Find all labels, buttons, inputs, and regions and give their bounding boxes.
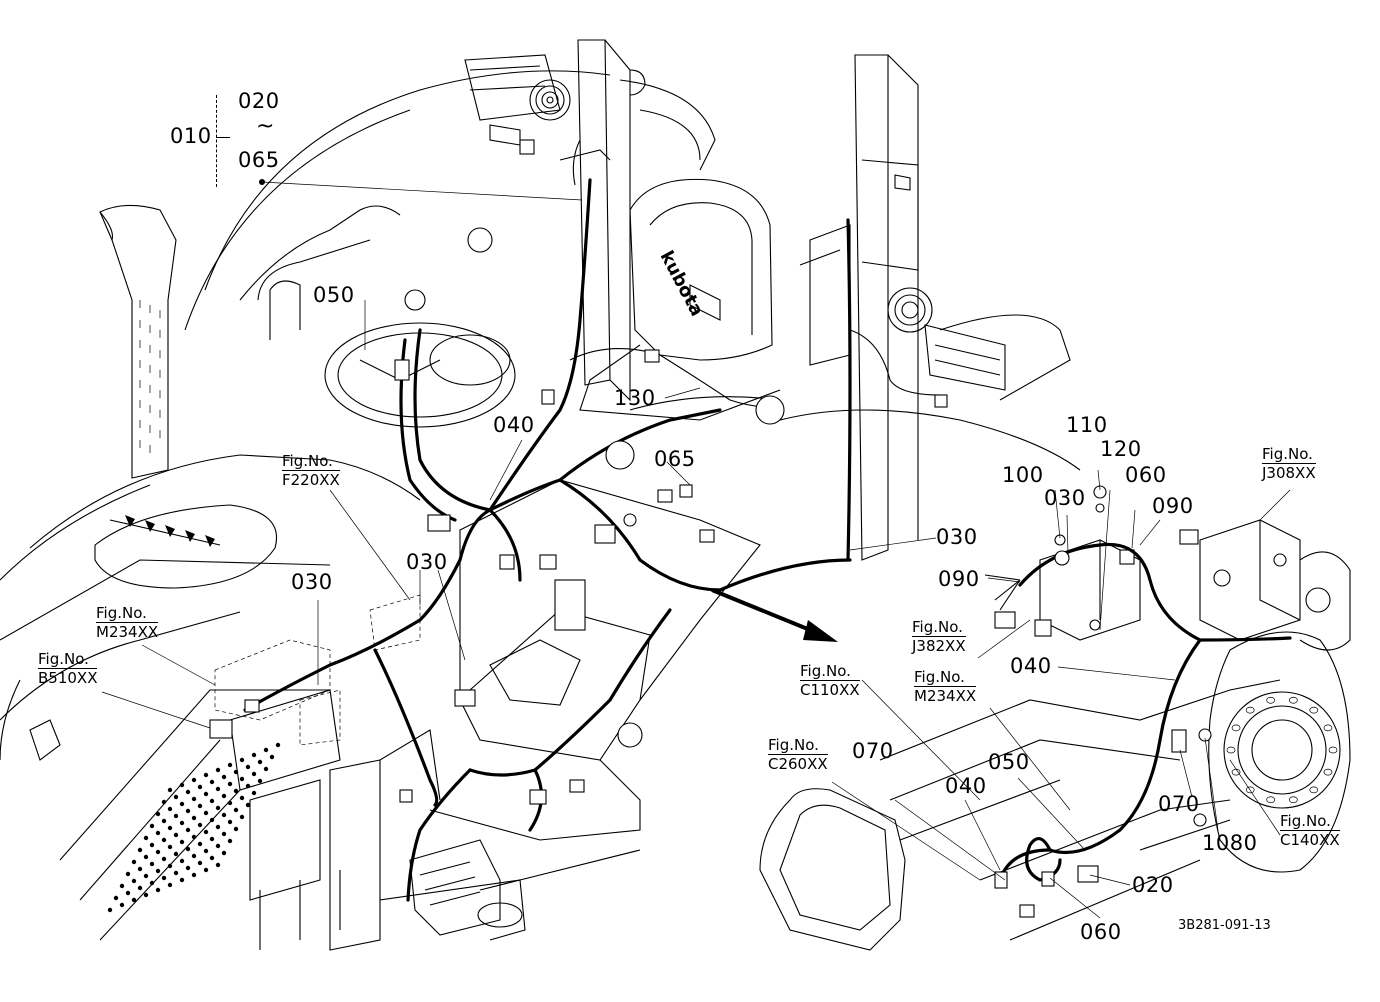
callout-040-left: 040	[493, 413, 535, 437]
callout-1080: 1080	[1202, 831, 1258, 855]
figref-m234-left: Fig.No. M234XX	[96, 604, 159, 641]
figref-b510-line2: B510XX	[38, 668, 98, 687]
lower-left-hardware	[229, 689, 381, 951]
figref-m234-left-line1: Fig.No.	[96, 604, 147, 622]
callout-120: 120	[1100, 437, 1142, 461]
figref-c260-line2: C260XX	[768, 754, 828, 773]
callout-065-top: 065	[238, 148, 280, 172]
figref-f220-line2: F220XX	[282, 470, 340, 489]
valve-bracket	[994, 529, 1199, 641]
operator-seat: kubota	[579, 178, 781, 421]
figref-c110-line1: Fig.No.	[800, 662, 851, 680]
figref-c110-line2: C110XX	[800, 680, 860, 699]
figref-c140-line2: C140XX	[1280, 830, 1340, 849]
direction-arrow	[711, 588, 838, 642]
callout-070-left: 070	[852, 739, 894, 763]
callout-110: 110	[1066, 413, 1108, 437]
callout-100: 100	[1002, 463, 1044, 487]
figref-m234-right-line1: Fig.No.	[914, 668, 965, 686]
figref-b510: Fig.No. B510XX	[38, 650, 98, 687]
callout-050-right: 050	[988, 750, 1030, 774]
floor-platform	[379, 479, 761, 901]
figref-j308-line2: J308XX	[1262, 463, 1316, 482]
rops-right-post	[799, 54, 1006, 561]
callout-060-top: 060	[1125, 463, 1167, 487]
fasteners-right	[1054, 485, 1107, 631]
exhaust-pipe	[99, 204, 177, 479]
figref-j382-line1: Fig.No.	[912, 618, 963, 636]
figref-c140-line1: Fig.No.	[1280, 812, 1331, 830]
figref-f220: Fig.No. F220XX	[282, 452, 340, 489]
callout-010: 010	[170, 124, 212, 148]
callout-020-bottom: 020	[1132, 873, 1174, 897]
callout-090-top: 090	[1152, 494, 1194, 518]
figref-c260: Fig.No. C260XX	[768, 736, 828, 773]
hood	[0, 454, 421, 941]
rear-axle-housing	[1208, 631, 1351, 873]
brand-mark: kubota	[656, 247, 708, 319]
callout-040-trans: 040	[1010, 654, 1052, 678]
figref-c260-line1: Fig.No.	[768, 736, 819, 754]
callout-065-mid: 065	[654, 447, 696, 471]
figref-j308-line1: Fig.No.	[1262, 445, 1313, 463]
rops-left-post	[464, 39, 646, 402]
transmission-housing	[759, 679, 1281, 951]
callout-020-top: 020	[238, 89, 280, 113]
callout-range-tilde: ~	[256, 114, 275, 139]
figref-m234-right: Fig.No. M234XX	[914, 668, 977, 705]
transmission-harness	[984, 542, 1292, 918]
callout-040-lower: 040	[945, 774, 987, 798]
figref-j382-line2: J382XX	[912, 636, 966, 655]
callout-130: 130	[614, 386, 656, 410]
leader-lines-left	[101, 179, 937, 729]
figref-c110: Fig.No. C110XX	[800, 662, 860, 699]
hydraulic-pump	[409, 839, 526, 941]
figref-m234-left-line2: M234XX	[96, 622, 159, 641]
callout-030-center: 030	[406, 550, 448, 574]
grille-perforation	[107, 742, 281, 913]
callout-070-right: 070	[1158, 792, 1200, 816]
callout-bracket	[216, 95, 233, 187]
callout-030-left: 030	[291, 570, 333, 594]
right-fender	[629, 314, 1081, 471]
leader-lines-right	[831, 469, 1291, 919]
hydraulic-block	[1199, 519, 1351, 651]
figref-b510-line1: Fig.No.	[38, 650, 89, 668]
main-wiring-harness	[243, 139, 941, 902]
figref-m234-right-line2: M234XX	[914, 686, 977, 705]
callout-030-trans: 030	[1044, 486, 1086, 510]
callout-030-right-post: 030	[936, 525, 978, 549]
dashed-component-outlines	[214, 594, 421, 746]
figref-j308: Fig.No. J308XX	[1262, 445, 1316, 482]
figref-f220-line1: Fig.No.	[282, 452, 333, 470]
callout-bracket-tick	[216, 137, 230, 138]
figref-j382: Fig.No. J382XX	[912, 618, 966, 655]
connectors	[209, 139, 948, 805]
cab-fender-outline	[184, 70, 716, 340]
drawing-code: 3B281-091-13	[1178, 918, 1271, 933]
callout-050-left: 050	[313, 283, 355, 307]
figref-c140: Fig.No. C140XX	[1280, 812, 1340, 849]
callout-060-bottom: 060	[1080, 920, 1122, 944]
callout-090-left: 090	[938, 567, 980, 591]
